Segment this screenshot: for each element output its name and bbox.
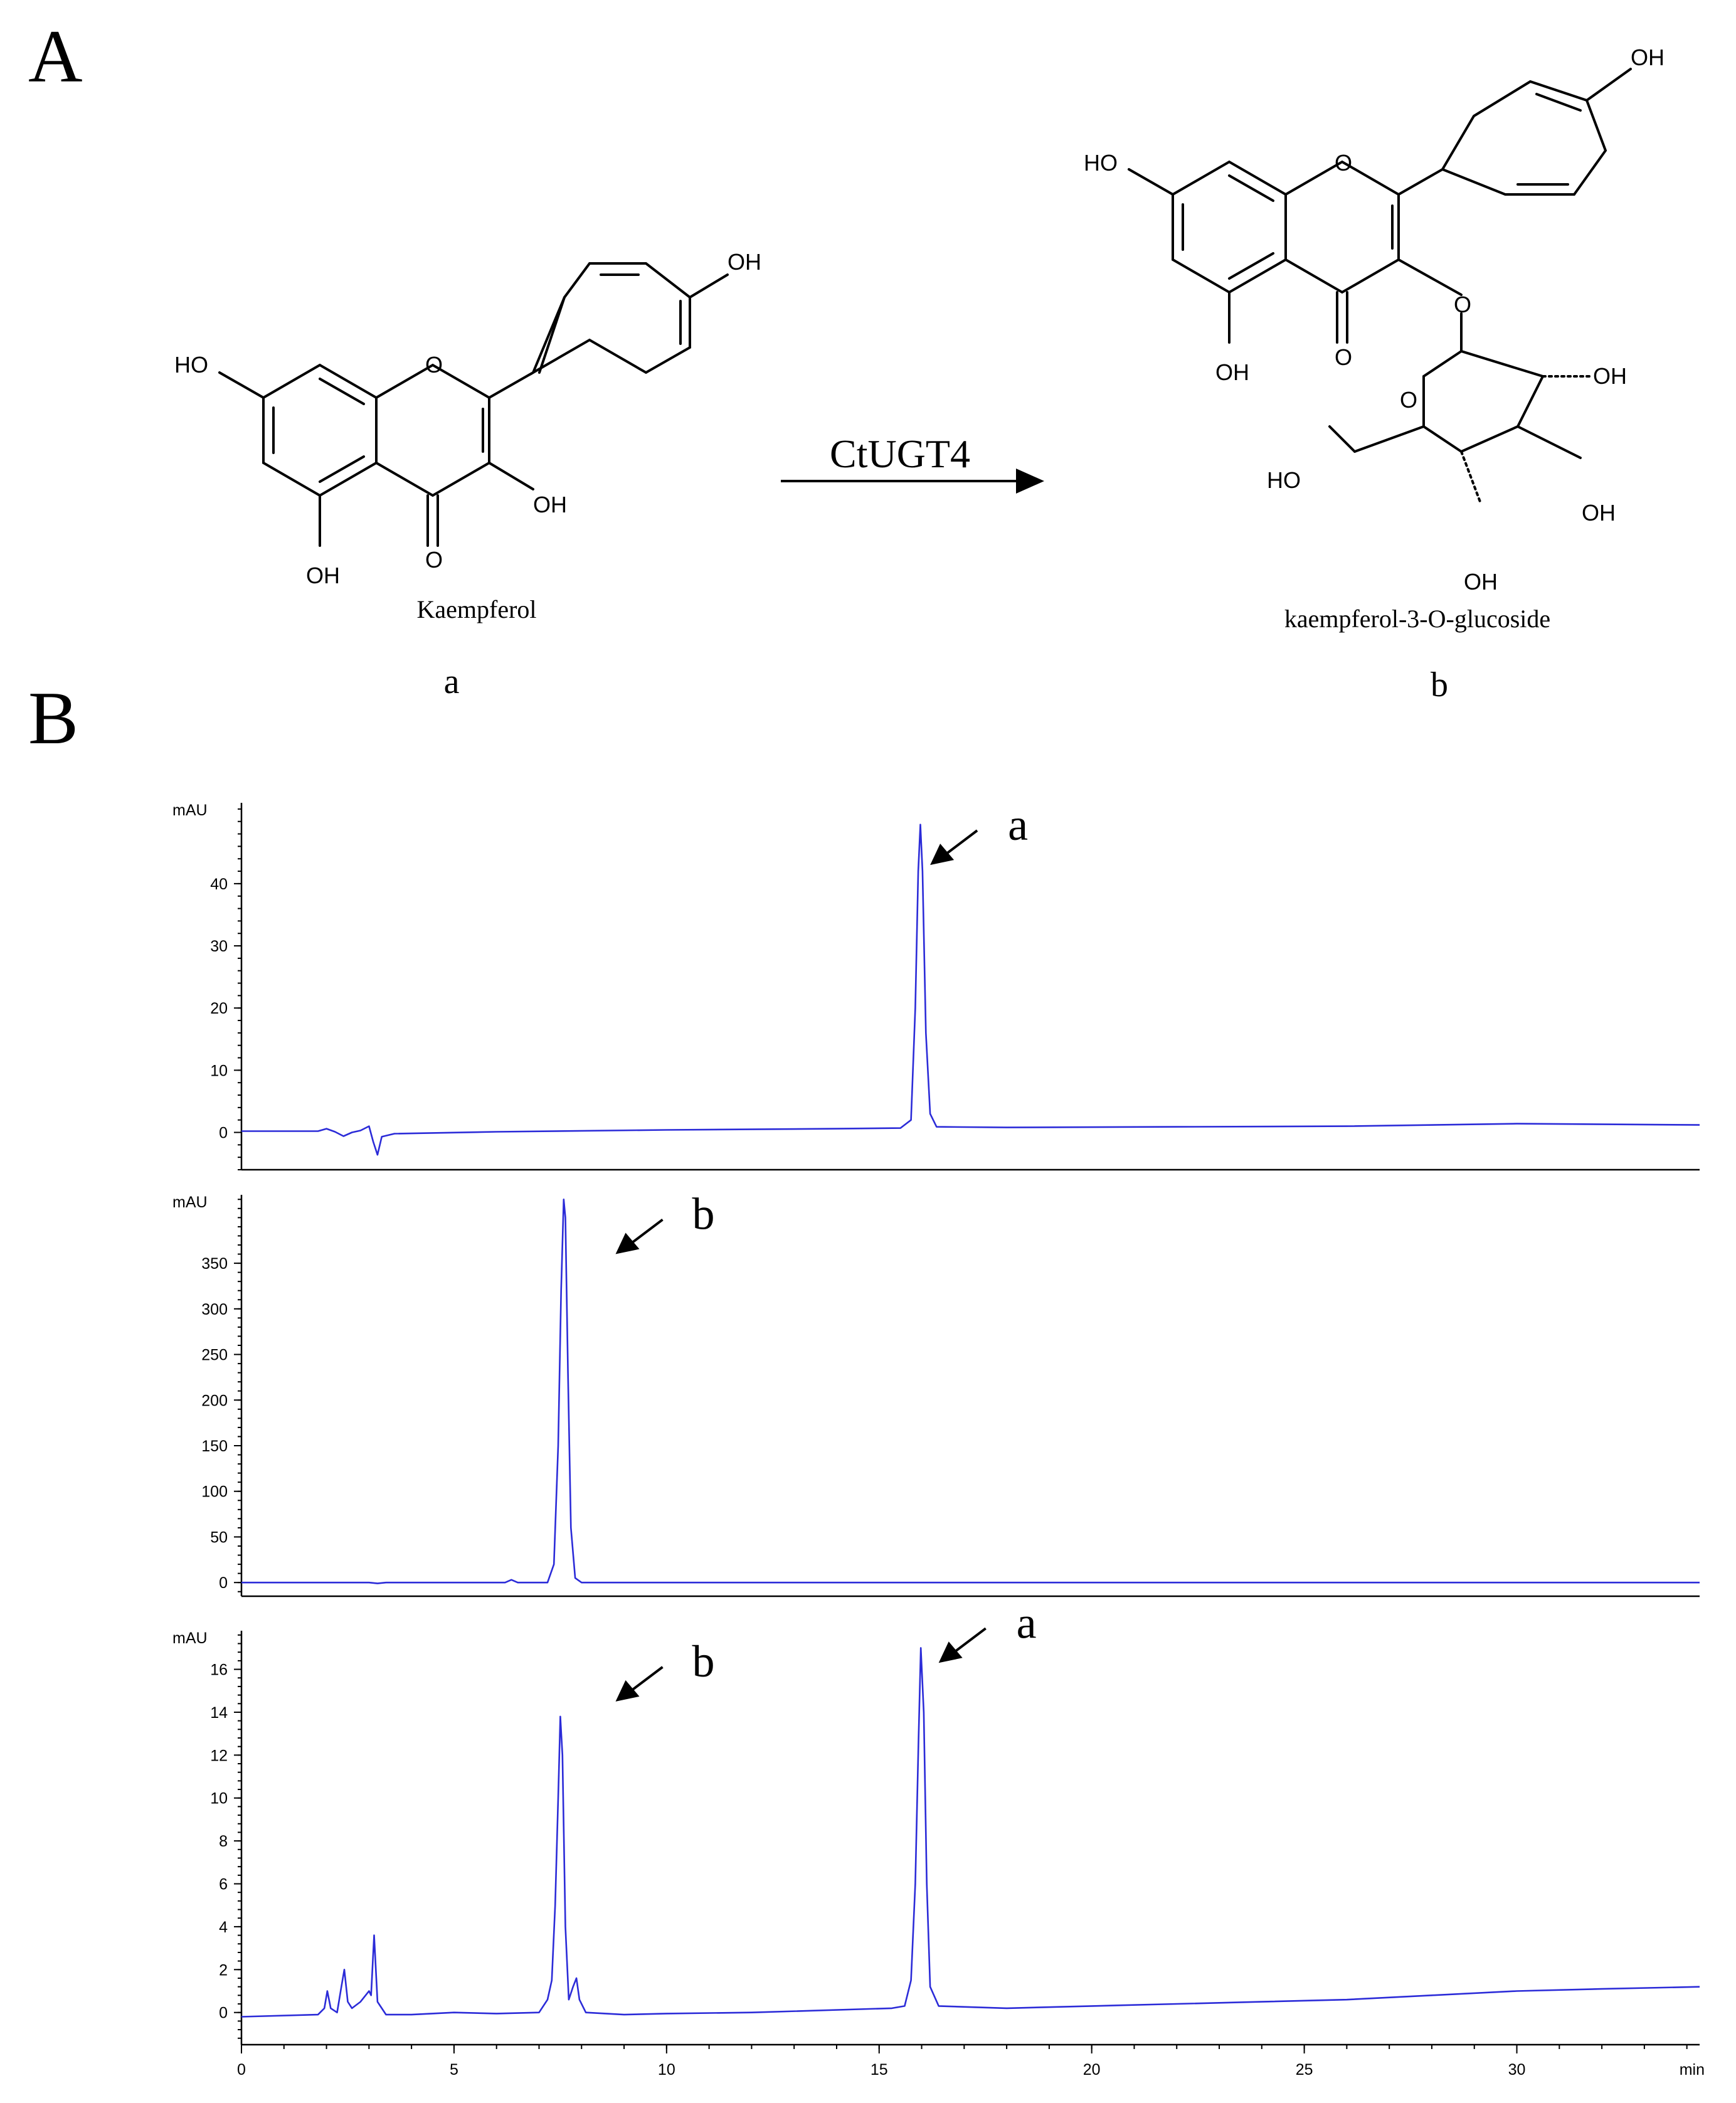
atom-o-ring-p: O <box>1335 150 1352 176</box>
enzyme-label: CtUGT4 <box>830 432 970 476</box>
atom-oh-5: OH <box>306 563 340 588</box>
x-tick-label: 10 <box>658 2061 675 2079</box>
y-tick-label: 2 <box>219 1961 228 1979</box>
y-tick-label: 250 <box>201 1347 228 1364</box>
y-tick-label: 300 <box>201 1301 228 1318</box>
peak-annotation-a: a <box>930 800 1028 866</box>
y-axis-label: mAU <box>172 802 208 819</box>
annotation-arrowhead <box>615 1680 640 1702</box>
y-tick-label: 30 <box>210 938 228 955</box>
y-tick-label: 10 <box>210 1790 228 1808</box>
atom-ho-7-p: HO <box>1084 150 1118 176</box>
trace-line <box>241 1199 1700 1584</box>
annotation-label: a <box>1008 800 1028 850</box>
trace-line <box>241 824 1700 1156</box>
y-tick-label: 0 <box>219 1125 228 1142</box>
annotation-label: a <box>1017 1597 1037 1648</box>
y-tick-label: 50 <box>210 1528 228 1546</box>
atom-ho-sugar-6: HO <box>1267 467 1301 493</box>
y-tick-label: 350 <box>201 1255 228 1273</box>
atom-o-sugar-ring: O <box>1400 387 1417 413</box>
y-tick-label: 14 <box>210 1704 228 1722</box>
atom-oh-sugar-4: OH <box>1464 569 1498 595</box>
atom-o-carbonyl-p: O <box>1335 344 1352 370</box>
atom-oh-sugar-2: OH <box>1593 363 1627 389</box>
x-tick-label: 0 <box>237 2061 246 2079</box>
atom-o-glycosidic: O <box>1454 292 1471 317</box>
y-tick-label: 200 <box>201 1392 228 1409</box>
atom-o-ring: O <box>425 352 443 378</box>
atom-o-carbonyl: O <box>425 547 443 573</box>
y-tick-label: 40 <box>210 876 228 893</box>
y-axis-label: mAU <box>172 1629 208 1647</box>
y-tick-label: 150 <box>201 1438 228 1455</box>
y-tick-label: 100 <box>201 1483 228 1501</box>
y-tick-label: 16 <box>210 1661 228 1679</box>
atom-oh-4prime-p: OH <box>1631 45 1665 70</box>
substrate-name: Kaempferol <box>416 595 536 623</box>
kaempferol-3-o-glucoside-structure: O O OH HO OH O O OH OH OH HO <box>1084 45 1665 595</box>
peak-annotation-b: b <box>615 1636 715 1702</box>
peak-annotation-a: a <box>938 1597 1037 1663</box>
annotation-label: b <box>692 1189 715 1239</box>
atom-oh-5-p: OH <box>1215 359 1249 385</box>
product-letter: b <box>1431 665 1448 704</box>
x-tick-label: 5 <box>450 2061 458 2079</box>
substrate-letter: a <box>444 662 460 701</box>
y-tick-label: 4 <box>219 1919 228 1936</box>
y-tick-label: 20 <box>210 1000 228 1017</box>
peak-annotation-b: b <box>615 1189 715 1254</box>
y-tick-label: 6 <box>219 1876 228 1894</box>
panel-label-a: A <box>28 14 83 98</box>
annotation-arrowhead <box>930 844 955 866</box>
y-tick-label: 8 <box>219 1833 228 1850</box>
annotation-label: b <box>692 1636 715 1687</box>
chromatogram-1: 0 10 20 30 40 mAU a <box>172 800 1700 1171</box>
x-tick-label: 30 <box>1508 2061 1526 2079</box>
atom-oh-sugar-3: OH <box>1582 500 1616 526</box>
panel-label-b: B <box>28 676 78 760</box>
y-tick-label: 0 <box>219 2005 228 2022</box>
y-axis-label: mAU <box>172 1194 208 1211</box>
y-tick-label: 0 <box>219 1574 228 1592</box>
annotation-arrowhead <box>938 1641 963 1663</box>
annotation-arrowhead <box>615 1232 640 1254</box>
x-unit-label: min <box>1680 2061 1705 2079</box>
reaction-arrow <box>781 469 1044 494</box>
chromatogram-2: 0 50 100 150 200 250 300 350 mAU b <box>172 1189 1700 1597</box>
x-tick-label: 25 <box>1296 2061 1313 2079</box>
y-tick-label: 10 <box>210 1062 228 1079</box>
x-tick-label: 15 <box>871 2061 888 2079</box>
atom-ho-7: HO <box>174 352 208 378</box>
y-tick-label: 12 <box>210 1747 228 1764</box>
trace-line <box>241 1647 1700 2018</box>
product-name: kaempferol-3-O-glucoside <box>1284 605 1550 633</box>
atom-oh-4prime: OH <box>728 249 761 275</box>
atom-oh-3: OH <box>533 492 567 517</box>
x-tick-label: 20 <box>1083 2061 1101 2079</box>
kaempferol-structure: O O OH OH HO OH <box>174 249 761 588</box>
